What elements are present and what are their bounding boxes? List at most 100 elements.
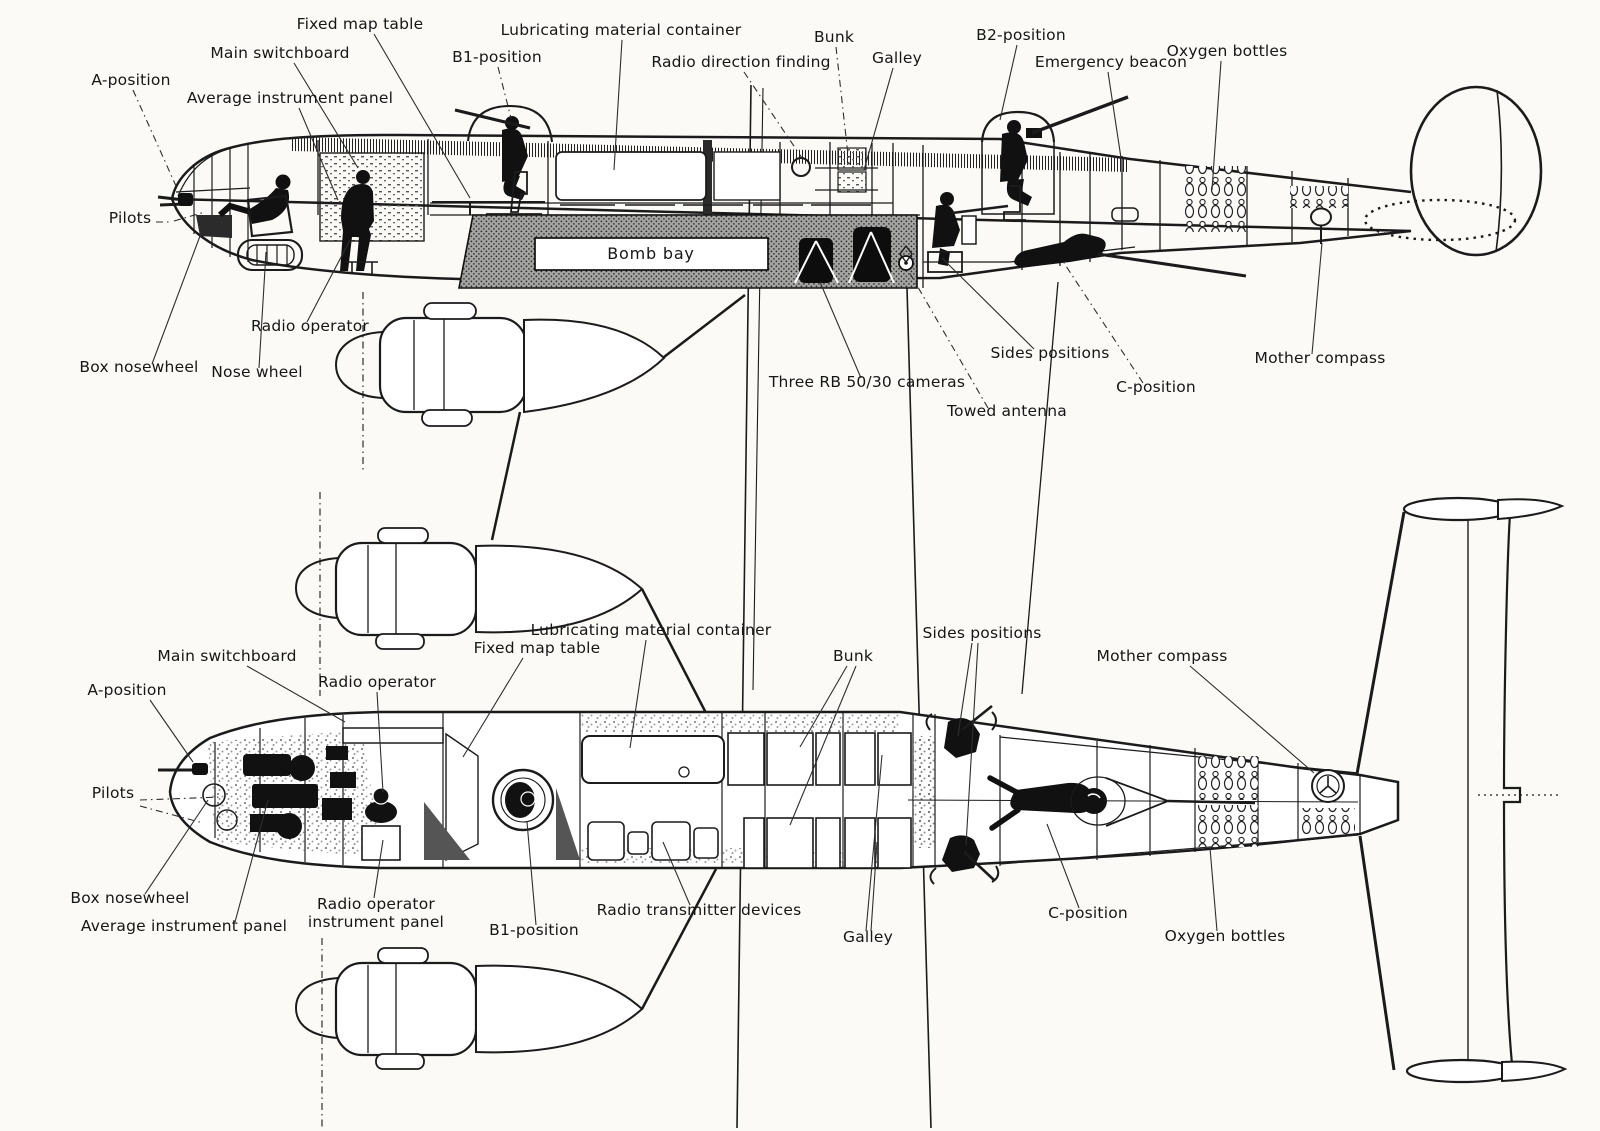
fuselage-centerline [907,799,1359,803]
cowl-lines [413,319,445,411]
label-side-pilots: Pilots [109,209,151,227]
radio-transmitter-boxes [587,821,719,861]
b1-gun-barrel [454,108,531,130]
transmitter-4 [693,827,719,859]
instrument-box-3 [326,746,348,760]
label-plan-galley: Galley [843,928,893,946]
galley-cabinet-upper [837,147,867,171]
cowling [334,541,478,637]
label-plan-oxygen-bottles: Oxygen bottles [1165,927,1286,945]
compass-rose [1319,776,1337,794]
label-plan-radio-operator-instrument-panel-2: instrument panel [308,913,444,931]
label-plan-box-nosewheel: Box nosewheel [70,889,189,907]
shoulders [365,801,397,823]
prop-blade-down [375,633,425,650]
galley-box-4 [877,817,912,869]
label-side-towed-antenna: Towed antenna [946,402,1067,420]
camera-mounts [794,231,895,284]
bunk-1 [727,732,765,786]
c-position-gunner-figure [1014,233,1247,278]
c-gunner-body [1014,233,1106,268]
nose-wheel-ribs [256,245,288,265]
towed-antenna-fairlead [899,244,913,264]
side-gunner-seat-box [927,251,963,273]
plan-mother-compass [1311,769,1345,803]
label-side-emergency-beacon: Emergency beacon [1035,53,1187,71]
b1-gunner-figure [454,104,554,215]
tip-fin-top [1402,496,1514,522]
propeller-plane-lines [319,292,364,1128]
wing-trailing-edge-line [906,287,932,1129]
gunner-helmet [1081,788,1107,814]
walkway-shading [913,736,935,848]
plan-nose-gun-mount [192,763,208,775]
plan-oxygen-rack-1 [1198,756,1258,800]
label-bomb-bay: Bomb bay [607,244,694,263]
side-gun-barrel [951,204,1009,215]
label-side-sides-positions: Sides positions [991,344,1110,362]
label-plan-a-position: A-position [87,681,166,699]
blister-frame [925,711,997,731]
wall-shading-top [580,714,900,732]
b1-seat-pedestal [486,171,542,215]
tip-fin-top-fairing [1497,498,1565,521]
radio-operator-table [361,825,401,861]
side-gunner-torso [932,204,960,248]
pilot-yoke-2 [216,809,238,831]
cowling [378,316,528,414]
fuselage-hatch [1111,207,1139,222]
plan-main-switchboard [342,727,444,744]
gun-mount-v [1105,777,1169,827]
plan-b1-turret [491,768,555,832]
label-side-fixed-map-table: Fixed map table [297,15,424,33]
turret-ring-inner [500,777,546,823]
instrument-box-1 [243,754,291,776]
oxygen-bottle-rack-1 [1185,166,1247,232]
compass-inner [1316,774,1340,798]
instrument-box-2 [250,814,284,832]
pilot-seat [246,194,294,238]
prop-blade-down [421,409,473,427]
bunk-5 [815,732,841,786]
label-side-b1-position: B1-position [452,48,542,66]
gunner-legs [987,775,1021,831]
pilot-legs [217,202,259,218]
tip-fin-bottom [1405,1058,1519,1084]
head [372,787,390,805]
plan-pilots-leaders [139,796,223,824]
label-plan-pilots: Pilots [92,784,134,802]
blister-frame [929,865,1000,885]
rudder-hinge-line [1495,89,1503,253]
label-side-box-nosewheel: Box nosewheel [79,358,198,376]
transmitter-3 [651,821,691,861]
pilot-torso [248,188,290,224]
cockpit-equipment [202,746,356,839]
label-side-a-position: A-position [91,71,170,89]
side-gunner-head [940,192,954,206]
label-plan-b1-position: B1-position [489,921,579,939]
b2-turret-box [981,142,1055,215]
gun-barrel [963,851,995,881]
radio-direction-finder-loop [791,157,811,177]
nose-glazing-frames [175,143,251,262]
transmitter-2 [627,831,649,855]
label-side-radio-direction-finding: Radio direction finding [651,53,830,71]
label-side-bunk: Bunk [814,28,854,46]
label-plan-lubricating-material-container: Lubricating material container [531,621,772,639]
nacelle-starboard-inner [294,947,644,1070]
ammo-box [961,215,977,245]
b2-gunner-torso [1000,132,1028,182]
label-side-c-position: C-position [1116,378,1196,396]
nosewheel-box [196,215,232,238]
wing-front-spar [703,140,712,215]
plan-c-position-gunner [907,775,1359,831]
a-position-mount [178,193,193,206]
label-plan-sides-positions: Sides positions [923,624,1042,642]
label-side-main-switchboard: Main switchboard [210,44,349,62]
plan-solid-leaders [144,639,1315,932]
galley-boxes [844,732,912,869]
gunner-body [944,718,980,758]
aft-fairing [523,318,666,414]
mother-compass-dome [1310,207,1332,227]
